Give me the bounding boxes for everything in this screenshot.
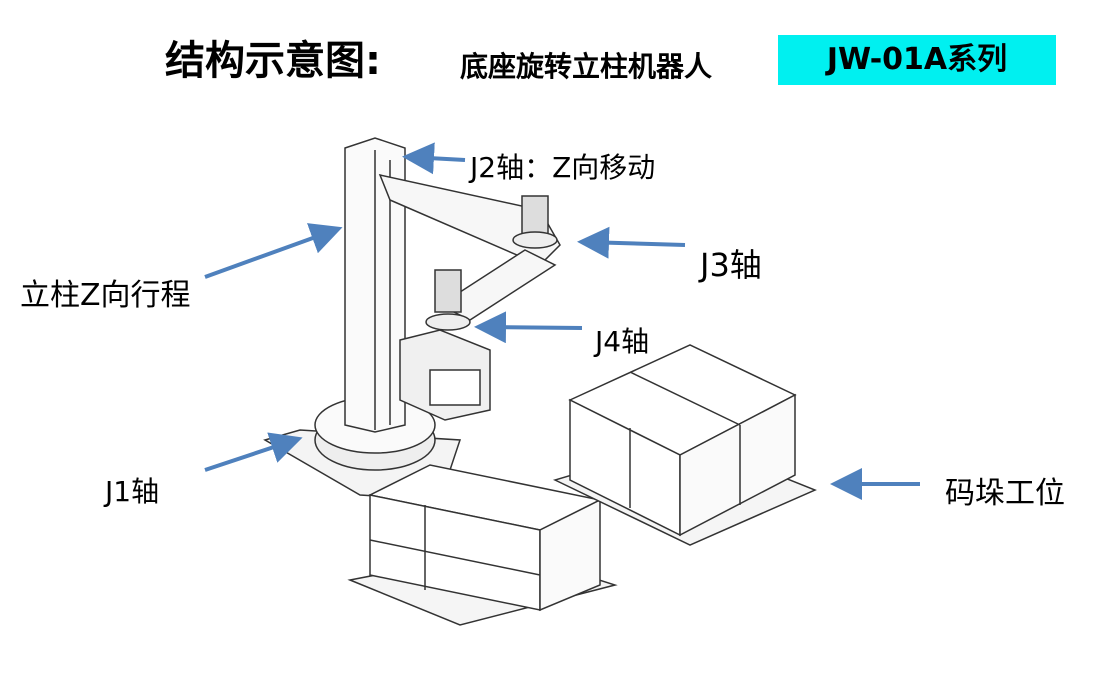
arrow-column	[204, 223, 343, 279]
robot-name: 底座旋转立柱机器人	[460, 50, 713, 83]
diagram-title: 结构示意图:	[165, 38, 381, 84]
label-j4: J4轴	[595, 325, 650, 358]
j4-motor	[434, 269, 462, 313]
label-j3: J3轴	[700, 246, 762, 284]
callout-arrows	[204, 142, 920, 500]
arrow-j2	[402, 142, 466, 175]
j3-motor	[521, 195, 549, 237]
label-column-stroke: 立柱Z向行程	[20, 278, 191, 313]
arrow-j3	[577, 226, 686, 259]
series-badge: JW-01A系列	[778, 35, 1056, 85]
arrow-j4	[474, 311, 583, 344]
label-j1: J1轴	[105, 475, 160, 508]
label-j2: J2轴：Z向移动	[470, 151, 656, 184]
label-palletizing-station: 码垛工位	[945, 476, 1065, 511]
arrow-j1	[204, 432, 303, 472]
